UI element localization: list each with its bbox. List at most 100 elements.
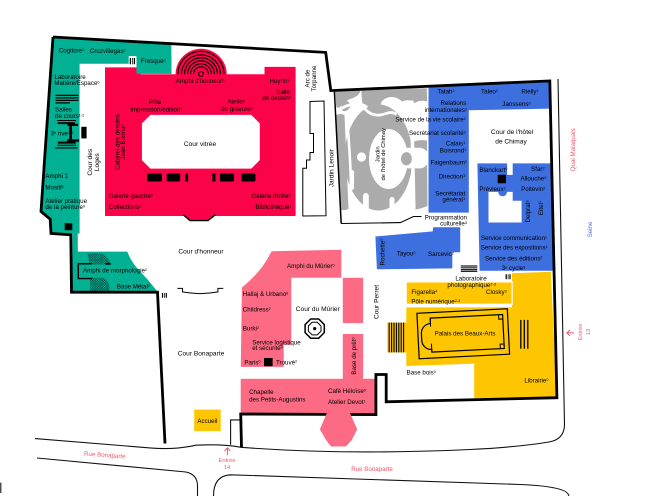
svg-text:Cour du Mûrier: Cour du Mûrier <box>296 306 341 313</box>
svg-text:de Chimay: de Chimay <box>495 138 527 145</box>
svg-text:Cour des: Cour des <box>87 148 94 175</box>
svg-text:Laboratoire: Laboratoire <box>54 74 86 81</box>
svg-text:Bibliothèque1: Bibliothèque1 <box>255 204 291 211</box>
svg-text:Secrétariat scolarité2: Secrétariat scolarité2 <box>409 130 466 137</box>
svg-text:de l'hôtel de Chimay: de l'hôtel de Chimay <box>381 128 387 180</box>
svg-text:Atelier Devot1: Atelier Devot1 <box>328 399 366 406</box>
svg-text:internationales2: internationales2 <box>425 107 467 114</box>
svg-text:Atelier pratique: Atelier pratique <box>45 198 87 205</box>
svg-text:général1: général1 <box>442 197 465 204</box>
svg-text:Paris0: Paris0 <box>244 359 260 366</box>
svg-text:Rue Bonaparte: Rue Bonaparte <box>351 466 393 473</box>
svg-text:Salles: Salles <box>55 106 72 113</box>
svg-text:Sarcevic2: Sarcevic2 <box>428 251 454 258</box>
svg-text:Arc de: Arc de <box>305 69 312 87</box>
svg-text:Palais des Beaux-Arts: Palais des Beaux-Arts <box>435 331 496 338</box>
svg-text:Cour Bonaparte: Cour Bonaparte <box>178 351 225 358</box>
svg-text:Figarella4: Figarella4 <box>411 289 437 296</box>
svg-text:Fresque2: Fresque2 <box>141 58 166 65</box>
svg-text:Hallaj & Urbano0: Hallaj & Urbano0 <box>243 291 288 298</box>
svg-text:de dessin0: de dessin0 <box>262 95 291 102</box>
svg-text:Taleo2: Taleo2 <box>481 89 498 96</box>
svg-text:Cogitore1: Cogitore1 <box>59 48 85 55</box>
svg-text:Faigenbaum1: Faigenbaum1 <box>430 159 467 166</box>
svg-text:14: 14 <box>224 465 230 471</box>
svg-text:Cour Perret: Cour Perret <box>373 285 380 319</box>
svg-text:Accueil: Accueil <box>197 418 217 425</box>
svg-text:Tayou0: Tayou0 <box>397 251 416 258</box>
svg-text:Childress2: Childress2 <box>243 307 271 314</box>
svg-text:Delprat3: Delprat3 <box>525 200 532 222</box>
svg-text:Amphi 1: Amphi 1 <box>45 173 68 180</box>
svg-text:Sfar2: Sfar2 <box>531 166 544 173</box>
svg-text:Allouche0: Allouche0 <box>521 175 547 182</box>
svg-text:13: 13 <box>586 329 592 335</box>
svg-text:Service logistique: Service logistique <box>252 339 301 346</box>
svg-text:Base bois0: Base bois0 <box>407 369 436 376</box>
svg-text:Burki2: Burki2 <box>243 326 259 333</box>
svg-text:Huynh1: Huynh1 <box>269 78 289 85</box>
svg-text:Torpanne: Torpanne <box>311 65 318 91</box>
svg-text:Rue Bonaparte: Rue Bonaparte <box>84 451 127 461</box>
svg-text:impression/édition2: impression/édition2 <box>131 107 183 114</box>
svg-text:Chapelle: Chapelle <box>249 389 274 396</box>
svg-text:de gravure2: de gravure2 <box>221 106 253 113</box>
svg-text:Secrétariat: Secrétariat <box>435 190 465 197</box>
svg-text:Pôle: Pôle <box>149 99 162 106</box>
svg-text:Eitel1: Eitel1 <box>538 201 545 215</box>
svg-text:Base de prêt0: Base de prêt0 <box>351 337 358 374</box>
svg-text:Poitevin2: Poitevin2 <box>521 186 545 193</box>
svg-text:Cour vitrée: Cour vitrée <box>184 141 217 148</box>
svg-text:Amphi d'honneur0: Amphi d'honneur0 <box>176 78 225 85</box>
svg-text:de la peinture0: de la peinture0 <box>45 204 85 211</box>
svg-text:Amphi du Mûrier0: Amphi du Mûrier0 <box>287 263 335 270</box>
svg-text:Prévieux2: Prévieux2 <box>479 186 505 193</box>
svg-text:Loges: Loges <box>94 153 101 172</box>
svg-text:Rochette0: Rochette0 <box>379 239 386 266</box>
svg-text:Cabinet des dessins: Cabinet des dessins <box>114 114 121 170</box>
svg-text:Galerie droite2: Galerie droite2 <box>251 193 290 200</box>
svg-text:culturelle3: culturelle3 <box>440 221 467 228</box>
svg-text:Mositf1: Mositf1 <box>45 184 64 191</box>
svg-text:Service communication1: Service communication1 <box>481 235 547 242</box>
svg-text:Janssens0: Janssens0 <box>502 101 530 108</box>
svg-text:des Petits-Augustins: des Petits-Augustins <box>249 396 305 403</box>
svg-text:Librairie0: Librairie0 <box>524 378 548 385</box>
svg-text:Amphi de morphologie2: Amphi de morphologie2 <box>83 268 147 275</box>
svg-text:Blanckart0: Blanckart0 <box>479 167 507 174</box>
svg-text:Galerie gauche2: Galerie gauche2 <box>109 193 153 200</box>
svg-text:Atelier: Atelier <box>227 99 245 106</box>
svg-text:Café Héloïse0: Café Héloïse0 <box>328 388 366 395</box>
svg-text:Cruzvillegas0: Cruzvillegas0 <box>90 48 126 55</box>
svg-text:Direction3: Direction3 <box>439 174 466 181</box>
svg-text:3e cycle3: 3e cycle3 <box>502 265 526 272</box>
svg-text:Collections1: Collections1 <box>109 204 141 211</box>
svg-text:Base Métal2: Base Métal2 <box>117 283 150 290</box>
svg-text:Matière/Espace0: Matière/Espace0 <box>54 80 99 87</box>
svg-text:de cours1-2: de cours1-2 <box>55 113 84 120</box>
svg-text:Rielly1: Rielly1 <box>521 89 538 96</box>
svg-text:Salle: Salle <box>276 89 290 96</box>
svg-text:Boisrond1: Boisrond1 <box>440 148 467 155</box>
svg-text:Tatah1: Tatah1 <box>437 89 454 96</box>
svg-text:Cour de l'hôtel: Cour de l'hôtel <box>491 129 534 136</box>
svg-text:Closky3: Closky3 <box>486 289 507 296</box>
svg-text:Laboratoire: Laboratoire <box>455 275 487 282</box>
svg-text:Quai Malaquais: Quai Malaquais <box>570 128 577 171</box>
svg-text:Entrée: Entrée <box>578 324 584 341</box>
svg-text:Entrée: Entrée <box>219 458 236 464</box>
svg-text:Calais1: Calais1 <box>446 141 465 148</box>
svg-text:Service des expositions1: Service des expositions1 <box>481 244 548 251</box>
svg-text:Jean Bonna0: Jean Bonna0 <box>120 124 127 159</box>
svg-text:3e rive1-2: 3e rive1-2 <box>51 131 74 138</box>
svg-text:Service des éditions2: Service des éditions2 <box>485 255 543 262</box>
svg-text:Seine: Seine <box>587 221 594 237</box>
svg-text:Jardin: Jardin <box>375 146 381 162</box>
svg-text:Programmation: Programmation <box>425 215 468 222</box>
svg-text:Service de la vie scolaire2: Service de la vie scolaire2 <box>395 117 466 124</box>
svg-text:Relations: Relations <box>441 100 467 107</box>
svg-text:Trouvé2: Trouvé2 <box>276 359 297 366</box>
svg-text:et sécurité0: et sécurité0 <box>252 345 283 352</box>
svg-text:photographique2-3: photographique2-3 <box>447 282 496 289</box>
svg-text:Pôle numérique2-3: Pôle numérique2-3 <box>411 298 460 305</box>
